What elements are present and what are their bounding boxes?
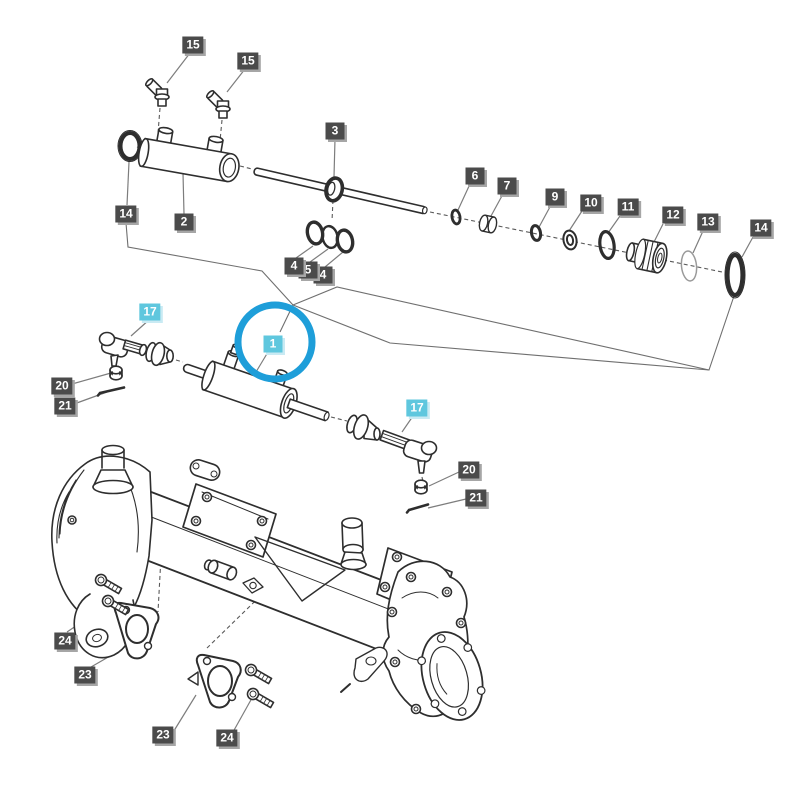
- part-label-23-24[interactable]: 23: [74, 666, 96, 684]
- cotter-pin-right: [405, 503, 430, 514]
- gasket-bottom: [187, 653, 242, 709]
- part-label-15-0[interactable]: 15: [182, 36, 204, 54]
- part-label-24-26[interactable]: 24: [216, 729, 238, 747]
- gasket-left: [113, 601, 160, 660]
- bolt-24-left-1: [94, 573, 123, 595]
- gland-12: [625, 238, 668, 274]
- part-label-13-14[interactable]: 13: [697, 213, 719, 231]
- o-ring-11: [598, 229, 616, 261]
- part-label-14-15[interactable]: 14: [750, 219, 772, 237]
- tie-rod-end-left: [98, 331, 175, 367]
- wheel-hub-flange: [417, 631, 486, 721]
- part-label-21-22[interactable]: 21: [465, 489, 487, 507]
- part-label-23-25[interactable]: 23: [152, 726, 174, 744]
- piston-seal-rings: [305, 220, 355, 254]
- ring-9: [529, 224, 543, 242]
- piston-rod: [253, 167, 428, 215]
- backup-ring-13: [680, 250, 698, 282]
- part-label-14-3[interactable]: 14: [115, 205, 137, 223]
- highlight-circle: [234, 301, 316, 383]
- cotter-pin-left: [96, 386, 126, 397]
- part-label-20-18[interactable]: 20: [51, 377, 73, 395]
- bolt-24-bottom-1: [244, 663, 273, 685]
- part-label-3-2[interactable]: 3: [325, 122, 345, 140]
- part-label-21-19[interactable]: 21: [54, 397, 76, 415]
- grease-fitting-icon: [144, 77, 170, 107]
- o-ring-6: [450, 208, 462, 226]
- seal-10: [562, 229, 578, 251]
- seal-ring-14-right: [724, 251, 746, 299]
- part-label-17-16[interactable]: 17: [139, 303, 161, 321]
- tie-rod-end-right: [346, 414, 438, 474]
- castle-nut-left: [109, 365, 123, 381]
- part-label-24-23[interactable]: 24: [54, 632, 76, 650]
- part-label-15-1[interactable]: 15: [237, 52, 259, 70]
- bolt-24-bottom-2: [246, 687, 275, 709]
- part-label-1-17[interactable]: 1: [263, 335, 283, 353]
- part-label-7-9[interactable]: 7: [497, 177, 517, 195]
- front-axle-housing: [51, 444, 486, 721]
- part-label-10-11[interactable]: 10: [580, 194, 602, 212]
- grease-fitting-icon: [205, 89, 231, 119]
- part-label-9-10[interactable]: 9: [545, 188, 565, 206]
- bushing-7: [478, 214, 498, 234]
- bolt-24-left-2: [101, 594, 130, 616]
- steering-cylinder-assembled: [182, 343, 330, 422]
- part-label-11-12[interactable]: 11: [617, 198, 639, 216]
- part-label-4-7[interactable]: 4: [284, 257, 304, 275]
- part-label-2-4[interactable]: 2: [174, 213, 194, 231]
- part-label-12-13[interactable]: 12: [662, 206, 684, 224]
- cylinder-barrel: [137, 126, 240, 183]
- castle-nut-right: [414, 479, 428, 495]
- part-label-4-5[interactable]: 4: [313, 266, 333, 284]
- assembly-bracket-lines: [125, 222, 735, 371]
- part-label-6-8[interactable]: 6: [465, 167, 485, 185]
- part-label-20-21[interactable]: 20: [458, 461, 480, 479]
- part-label-17-20[interactable]: 17: [406, 399, 428, 417]
- leader-lines: [66, 52, 754, 735]
